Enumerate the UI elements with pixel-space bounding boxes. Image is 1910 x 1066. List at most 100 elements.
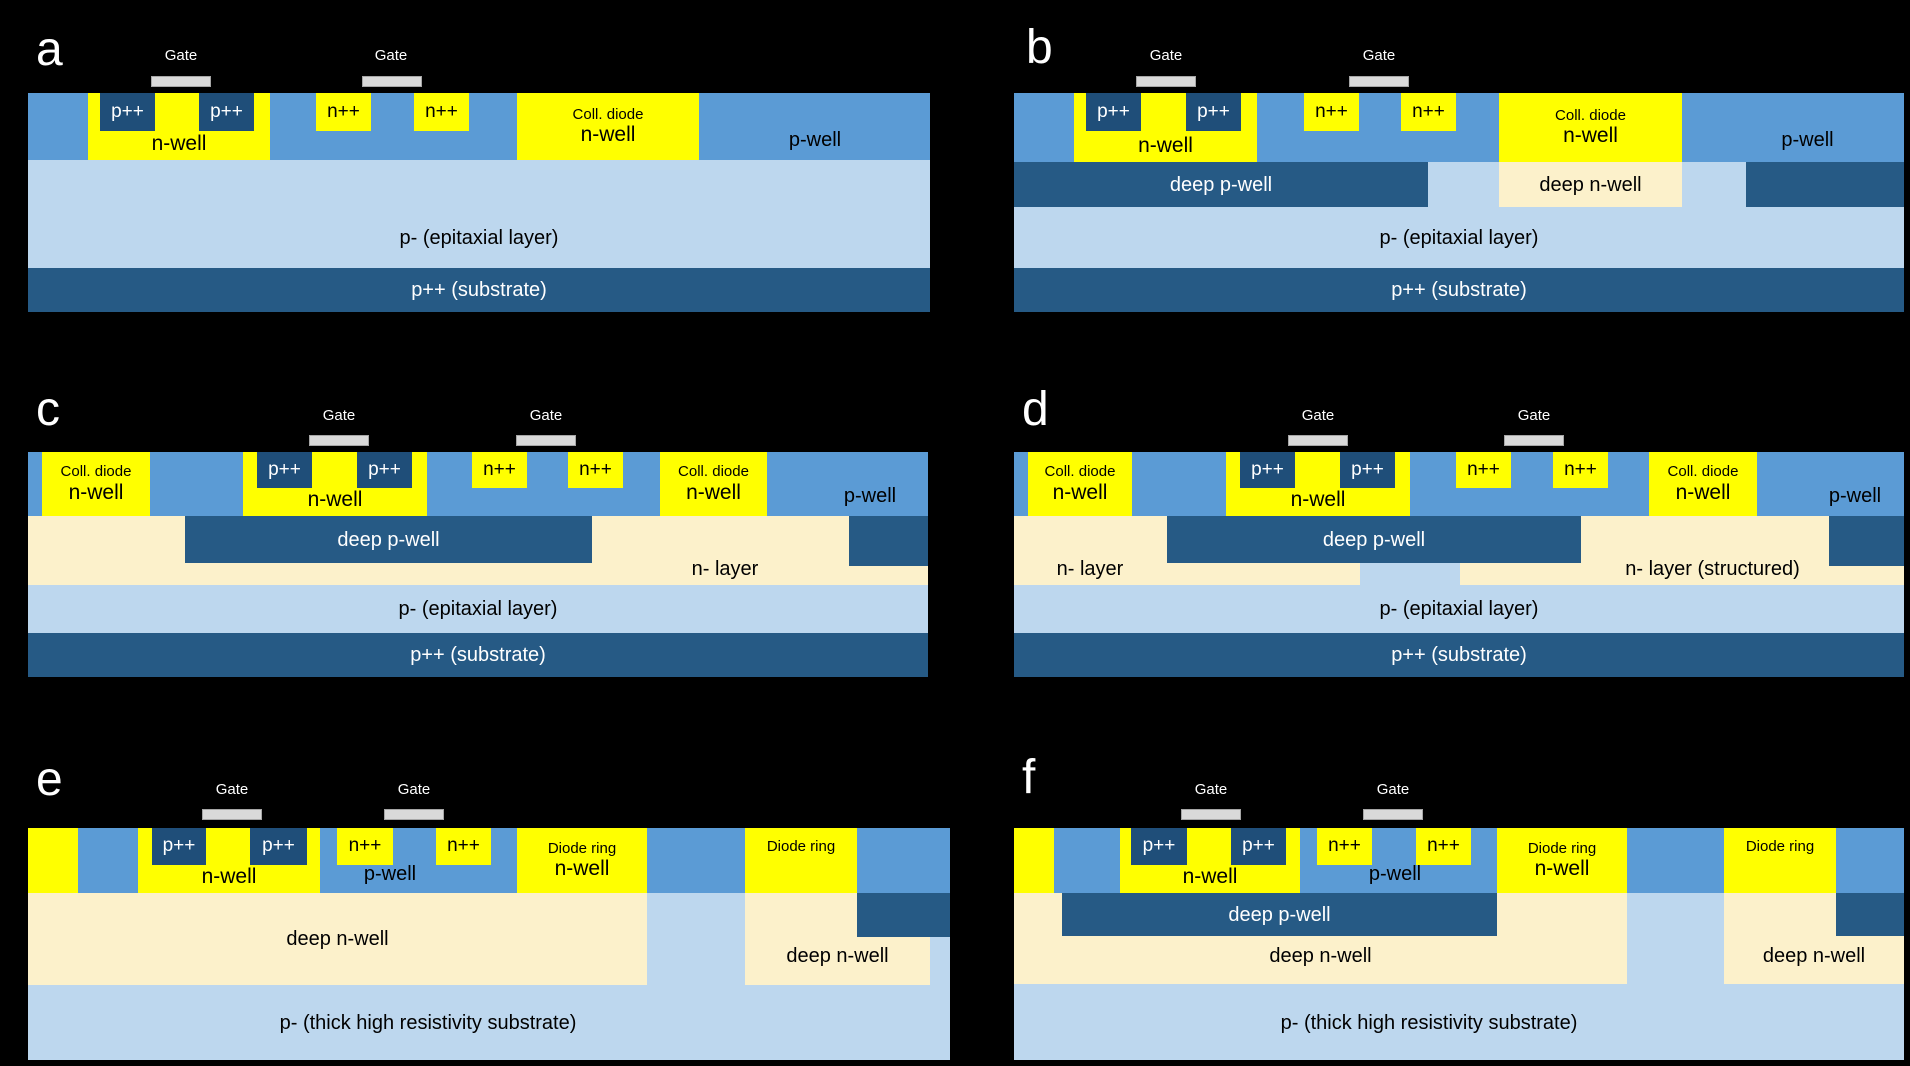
gate-label: Gate xyxy=(529,406,563,424)
gate-electrode xyxy=(1181,809,1241,820)
gate-label: Gate xyxy=(1301,406,1335,424)
deep-n-well-region: deep n-well xyxy=(1499,162,1682,207)
substrate-layer: p++ (substrate) xyxy=(28,633,928,677)
p-plus-region: p++ xyxy=(1240,452,1295,488)
n-plus-region: n++ xyxy=(316,93,371,131)
gate-electrode xyxy=(151,76,211,87)
substrate-layer: p++ (substrate) xyxy=(1014,268,1904,312)
deep-p-well-block xyxy=(1829,516,1904,566)
n-well-label: n-well xyxy=(1052,480,1108,504)
p-plus-region: p++ xyxy=(199,93,254,131)
deep-p-well-block xyxy=(857,893,950,937)
deep-n-well-label: deep n-well xyxy=(786,945,889,967)
gate-electrode xyxy=(1363,809,1423,820)
diode-ring-n-well: Diode ring n-well xyxy=(1497,828,1627,893)
n-well-label: n-well xyxy=(554,857,610,881)
edge-implant-region xyxy=(1014,828,1054,893)
collection-diode-n-well: Coll. diode n-well xyxy=(660,452,767,516)
coll-diode-label: Coll. diode xyxy=(572,105,644,123)
epitaxial-layer-label: p- (epitaxial layer) xyxy=(1379,226,1539,249)
gate-electrode xyxy=(202,809,262,820)
p-well-label: p-well xyxy=(1781,129,1834,151)
diode-ring-region: Diode ring xyxy=(745,828,857,893)
gate-label: Gate xyxy=(1194,780,1228,798)
deep-p-well-region: deep p-well xyxy=(185,516,592,563)
deep-n-well-region: deep n-well xyxy=(28,893,647,985)
panel-b-label: b xyxy=(1026,21,1053,74)
n-well-label: n-well xyxy=(1534,857,1590,881)
gate-electrode xyxy=(516,435,576,446)
coll-diode-label: Coll. diode xyxy=(1044,463,1116,481)
gate-label: Gate xyxy=(1517,406,1551,424)
diode-ring-n-well: Diode ring n-well xyxy=(517,828,647,893)
gate-label: Gate xyxy=(374,46,408,64)
n-well-label: n-well xyxy=(580,123,636,147)
n-layer-structured-label: n- layer (structured) xyxy=(1625,558,1800,580)
gate-label: Gate xyxy=(322,406,356,424)
n-plus-region: n++ xyxy=(436,828,491,865)
panel-c-label: c xyxy=(36,383,60,436)
n-plus-region: n++ xyxy=(472,452,527,488)
deep-p-well-region: deep p-well xyxy=(1014,162,1428,207)
n-well-label: n-well xyxy=(1563,124,1618,148)
gate-electrode xyxy=(362,76,422,87)
n-plus-region: n++ xyxy=(1553,452,1608,488)
panel-d-label: d xyxy=(1022,383,1049,436)
collection-diode-n-well: Coll. diode n-well xyxy=(1649,452,1757,516)
substrate-layer: p++ (substrate) xyxy=(1014,633,1904,677)
n-plus-region: n++ xyxy=(1304,93,1359,131)
gate-electrode xyxy=(1504,435,1564,446)
collection-diode-n-well: Coll. diode n-well xyxy=(42,452,150,516)
collection-diode-n-well: Coll. diode n-well xyxy=(1028,452,1132,516)
thick-substrate-label: p- (thick high resistivity substrate) xyxy=(1280,1012,1578,1034)
p-plus-region: p++ xyxy=(1231,828,1286,865)
panel-f-label: f xyxy=(1022,751,1036,804)
deep-p-well-block xyxy=(1836,893,1904,936)
coll-diode-label: Coll. diode xyxy=(1555,106,1626,124)
gate-label: Gate xyxy=(164,46,198,64)
epitaxial-layer: p- (epitaxial layer) xyxy=(1014,585,1904,633)
collection-diode-n-well: Coll. diode n-well xyxy=(517,93,699,160)
gate-electrode xyxy=(1288,435,1348,446)
deep-p-well-region: deep p-well xyxy=(1167,516,1581,563)
p-plus-region: p++ xyxy=(100,93,155,131)
p-plus-region: p++ xyxy=(357,452,412,488)
edge-implant-region xyxy=(28,828,78,893)
p-well-label: p-well xyxy=(788,129,842,151)
deep-p-well-block xyxy=(849,516,928,566)
coll-diode-label: Coll. diode xyxy=(60,463,132,481)
deep-p-well-block xyxy=(1746,162,1904,207)
n-layer-label: n- layer xyxy=(1056,558,1124,580)
p-plus-region: p++ xyxy=(250,828,307,865)
n-plus-region: n++ xyxy=(568,452,623,488)
p-well-label: p-well xyxy=(1368,863,1422,885)
gate-label: Gate xyxy=(1362,46,1396,64)
n-well-label: n-well xyxy=(686,480,741,504)
epitaxial-layer-label: p- (epitaxial layer) xyxy=(399,226,559,249)
p-plus-region: p++ xyxy=(1340,452,1395,488)
gate-label: Gate xyxy=(1149,46,1183,64)
p-well-label: p-well xyxy=(363,863,417,885)
n-plus-region: n++ xyxy=(414,93,469,131)
coll-diode-label: Coll. diode xyxy=(1667,463,1739,481)
deep-n-well-label: deep n-well xyxy=(1269,945,1372,967)
p-well-label: p-well xyxy=(843,485,897,507)
n-plus-region: n++ xyxy=(1401,93,1456,131)
diode-ring-label: Diode ring xyxy=(547,839,617,857)
p-well-label: p-well xyxy=(1828,485,1882,507)
gate-electrode xyxy=(309,435,369,446)
gate-label: Gate xyxy=(215,780,249,798)
n-layer-structured-gap xyxy=(1360,563,1460,585)
collection-diode-n-well: Coll. diode n-well xyxy=(1499,93,1682,162)
panel-a-label: a xyxy=(36,23,63,76)
gate-electrode xyxy=(1136,76,1196,87)
deep-p-well-region: deep p-well xyxy=(1062,893,1497,936)
p-plus-region: p++ xyxy=(152,828,206,865)
n-layer-label: n- layer xyxy=(691,558,759,580)
deep-n-well-label: deep n-well xyxy=(1762,945,1866,967)
p-plus-region: p++ xyxy=(1086,93,1141,131)
gate-label: Gate xyxy=(397,780,431,798)
n-well-label: n-well xyxy=(68,480,124,504)
substrate-layer: p++ (substrate) xyxy=(28,268,930,312)
